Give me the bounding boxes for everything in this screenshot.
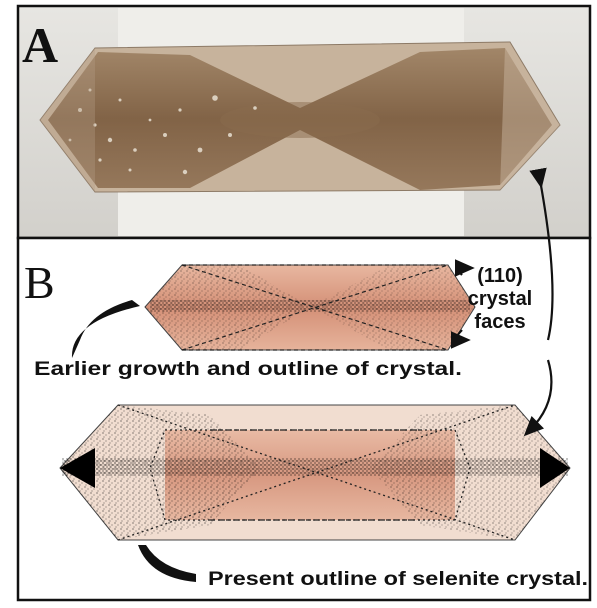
panel-b-sketch: B bbox=[18, 238, 590, 600]
panel-a-label: A bbox=[22, 17, 58, 73]
faces-label-line-2: crystal bbox=[468, 288, 533, 310]
earlier-growth-caption: Earlier growth and outline of crystal. bbox=[34, 359, 462, 380]
faces-label-line-3: faces bbox=[474, 311, 525, 333]
panel-a-photo: A bbox=[18, 6, 590, 238]
panel-b-label: B bbox=[24, 257, 55, 308]
present-outline-caption: Present outline of selenite crystal. bbox=[208, 569, 588, 590]
faces-label-line-1: (110) bbox=[477, 265, 523, 287]
photo-crystal bbox=[40, 42, 560, 192]
earlier-crystal bbox=[145, 265, 475, 350]
present-crystal bbox=[60, 405, 570, 540]
